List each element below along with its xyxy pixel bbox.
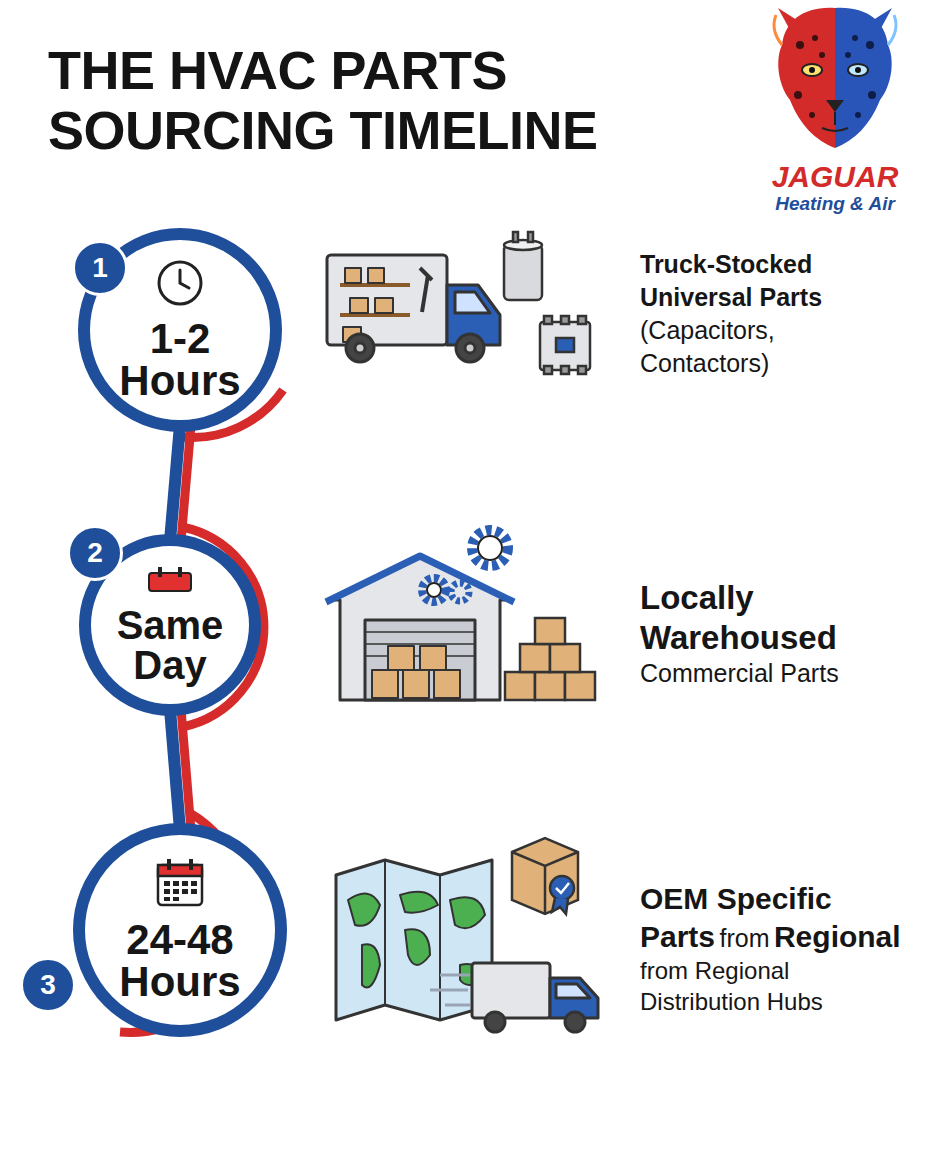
time-label: Same Day bbox=[104, 605, 236, 685]
warehouse-icon bbox=[326, 556, 514, 700]
logo-text: JAGUAR bbox=[760, 160, 910, 193]
description-text: Truck-Stocked Universal Parts bbox=[640, 250, 822, 311]
timeline-connector bbox=[170, 425, 191, 541]
time-label: 1-2 Hours bbox=[106, 318, 254, 402]
label-group: Locally WarehousedCommercial Parts bbox=[640, 578, 910, 690]
description-text: from bbox=[720, 924, 770, 952]
timeline-circle: 24-48 Hours bbox=[72, 822, 288, 1038]
map-icon bbox=[336, 860, 492, 1020]
logo-text: Heating & Air bbox=[760, 193, 910, 216]
label-group: Truck-Stocked Universal Parts (Capacitor… bbox=[640, 248, 900, 380]
description-text: from Regional Distribution Hubs bbox=[640, 955, 915, 1017]
service-truck-icon bbox=[327, 255, 500, 362]
callout-number: 3 bbox=[40, 971, 56, 999]
description-text: Regional bbox=[774, 920, 901, 953]
callout-number: 1 bbox=[92, 254, 108, 282]
number-badge: 2 bbox=[67, 525, 123, 581]
description-text: Commercial Parts bbox=[640, 657, 910, 690]
number-badge: 3 bbox=[20, 957, 76, 1013]
box-stack-icon bbox=[505, 618, 595, 700]
clock-icon bbox=[155, 258, 205, 312]
calendar-icon bbox=[154, 857, 206, 913]
description-text: (Capacitors, Contactors) bbox=[640, 316, 775, 377]
time-label: 24-48 Hours bbox=[102, 919, 258, 1003]
calendar-icon bbox=[146, 565, 194, 599]
title: THE HVAC PARTS SOURCING TIMELINE bbox=[48, 40, 748, 161]
label-group: OEM Specific Parts from Regional from Re… bbox=[640, 880, 915, 1017]
capacitor-icon bbox=[504, 232, 542, 300]
timeline-connector bbox=[170, 709, 191, 830]
description-text: Locally Warehoused bbox=[640, 578, 880, 657]
label-group: JAGUARHeating & Air bbox=[760, 160, 910, 216]
delivery-truck-icon bbox=[430, 963, 598, 1032]
jaguar-logo bbox=[774, 8, 896, 148]
callout-number: 2 bbox=[87, 539, 103, 567]
number-badge: 1 bbox=[72, 240, 128, 296]
contactor-icon bbox=[540, 316, 590, 374]
gear-icon bbox=[422, 530, 508, 602]
certified-box-icon bbox=[512, 838, 578, 914]
